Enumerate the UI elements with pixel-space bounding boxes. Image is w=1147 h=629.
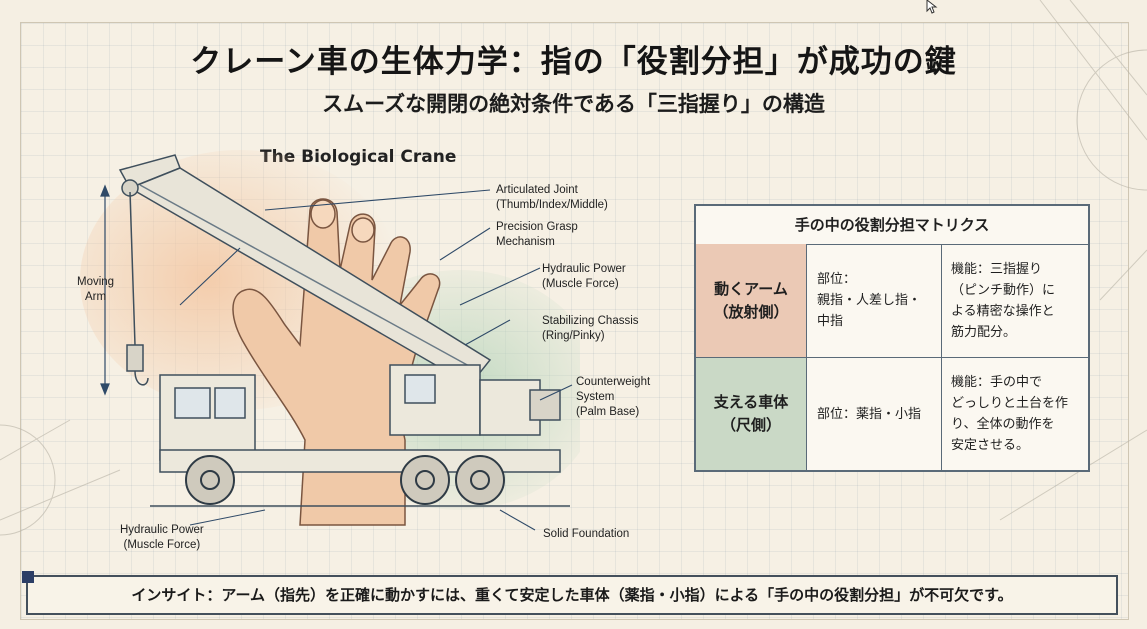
truck-wheels [185,455,505,505]
insight-corner-mark [22,571,34,583]
page-title: クレーン車の生体力学：指の「役割分担」が成功の鍵 [190,44,957,80]
page-subtitle: スムーズな開閉の絶対条件である「三指握り」の構造 [322,92,825,116]
label-precision-grasp: Precision Grasp Mechanism [496,221,578,248]
mouse-cursor-icon [926,0,938,14]
label-moving-arm: Moving Arm [77,276,115,303]
matrix-category-arm: 動くアーム （放射側） [696,244,807,357]
label-hydraulic-power-top: Hydraulic Power (Muscle Force) [542,263,626,290]
matrix-row-arm: 動くアーム （放射側） 部位： 親指・人差し指・ 中指 機能：三指握り （ピンチ… [696,244,1088,358]
matrix-function-arm: 機能：三指握り （ピンチ動作）に よる精密な操作と 筋力配分。 [951,261,1056,340]
role-matrix-table: 手の中の役割分担マトリクス 動くアーム （放射側） 部位： 親指・人差し指・ 中… [694,204,1090,472]
label-articulated-joint: Articulated Joint (Thumb/Index/Middle) [496,184,608,211]
label-stabilizing-chassis: Stabilizing Chassis (Ring/Pinky) [542,315,639,342]
moving-arm-arrow [100,184,110,396]
matrix-row-body: 支える車体 （尺側） 部位：薬指・小指 機能：手の中で どっしりと土台を作 り、… [696,358,1088,470]
matrix-function-body: 機能：手の中で どっしりと土台を作 り、全体の動作を 安定させる。 [951,375,1069,453]
hand-drawing [232,198,441,526]
label-solid-foundation: Solid Foundation [543,528,630,540]
leader-lines [179,189,573,531]
label-hydraulic-power-bottom: Hydraulic Power (Muscle Force) [120,524,204,551]
matrix-part-body: 部位：薬指・小指 [807,358,942,470]
crane-boom [118,154,492,386]
label-counterweight: Counterweight System (Palm Base) [576,376,651,418]
crane-hook [126,191,149,386]
crane-hand-illustration [80,150,580,531]
insight-banner: インサイト：アーム（指先）を正確に動かすには、重くて安定した車体（薬指・小指）に… [26,575,1118,615]
matrix-part-arm: 部位： 親指・人差し指・ 中指 [807,244,942,357]
illustration-title: The Biological Crane [260,147,457,167]
matrix-category-body: 支える車体 （尺側） [696,358,807,470]
matrix-title: 手の中の役割分担マトリクス [696,206,1088,245]
